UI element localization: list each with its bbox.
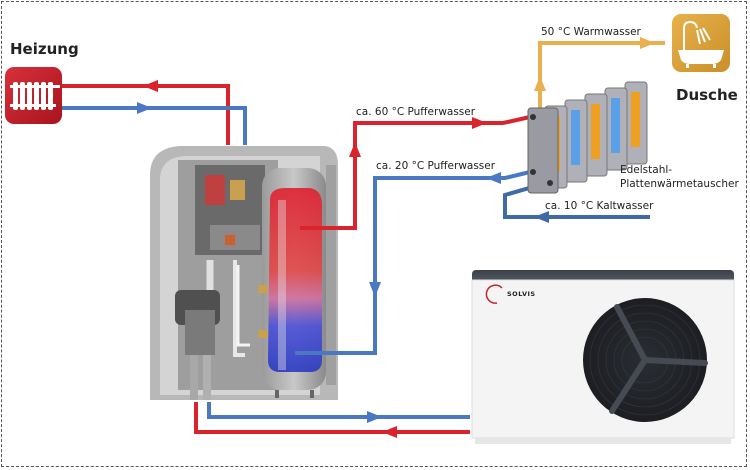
buffer-cold-arrow-down (369, 282, 381, 297)
heat-pump-flow-arrow (382, 426, 397, 438)
exchanger-label-line2: Plattenwärmetauscher (620, 178, 739, 190)
heating-flow-arrow (143, 80, 158, 92)
heat-pump-pipes (194, 402, 470, 434)
buffer-cold-pipe (295, 170, 531, 355)
warm-water-arrow-up (534, 76, 546, 91)
hot-water-label: 50 °C Warmwasser (541, 26, 641, 38)
solvis-logo-swirl (485, 284, 503, 304)
heat-pump-brand: SOLVIS (507, 290, 536, 298)
exchanger-label-line1: Edelstahl- (620, 164, 673, 176)
warm-water-arrow-right (640, 37, 655, 49)
heating-return-arrow (137, 102, 152, 114)
cold-water-label: ca. 10 °C Kaltwasser (545, 200, 654, 212)
buffer-hot-arrow-up (349, 142, 361, 157)
buffer-cold-arrow-left (486, 172, 501, 184)
heating-label: Heizung (10, 40, 79, 58)
warm-water-pipe (538, 41, 665, 125)
heating-return-pipe (62, 106, 247, 145)
heat-pump-return-arrow (367, 411, 382, 423)
heat-pump-unit (471, 270, 735, 444)
storage-tank-unit (150, 146, 338, 400)
shower-label: Dusche (676, 86, 738, 104)
buffer-hot-pipe (300, 115, 531, 230)
radiator-icon (5, 67, 62, 124)
plate-heat-exchanger (527, 81, 648, 194)
buffer-hot-label: ca. 60 °C Pufferwasser (356, 106, 476, 118)
buffer-hot-arrow-right (472, 117, 487, 129)
buffer-cold-label: ca. 20 °C Pufferwasser (376, 160, 496, 172)
cold-water-arrow (534, 211, 549, 223)
heating-flow-pipe (62, 84, 230, 145)
bathtub-shower-icon (672, 14, 730, 72)
